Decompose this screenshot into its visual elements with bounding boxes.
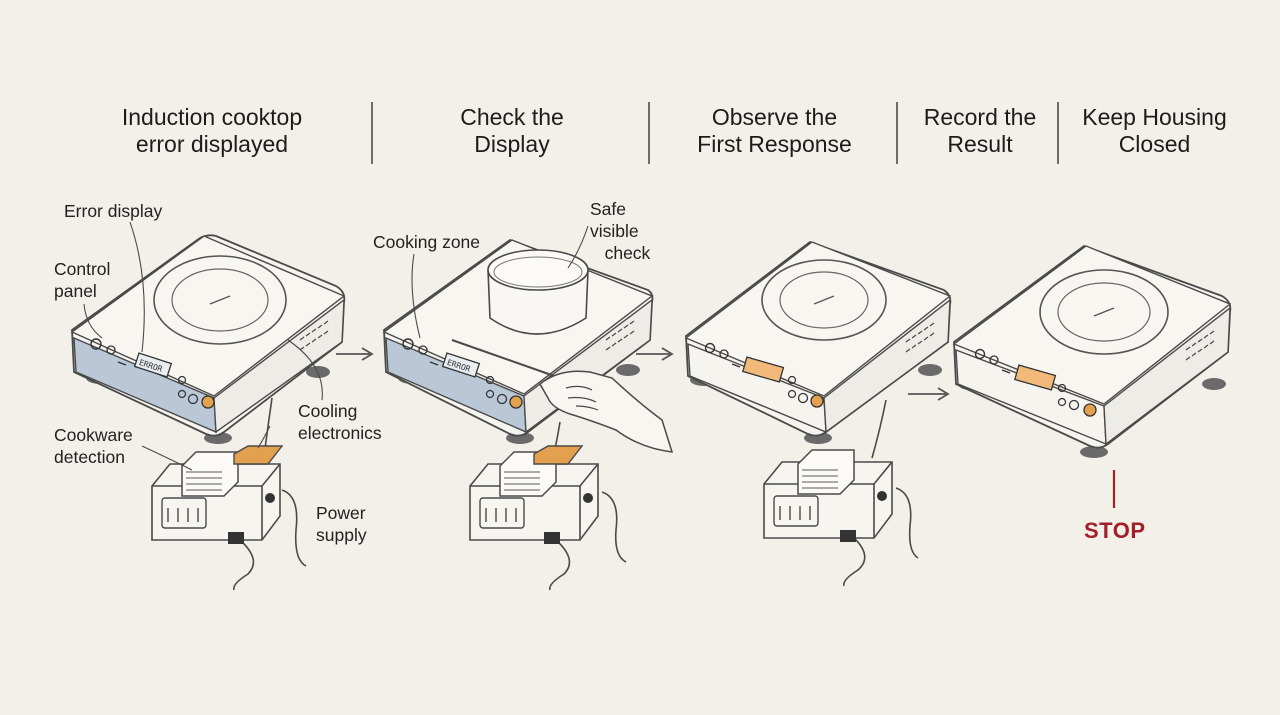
stop-label: STOP (1084, 518, 1146, 543)
step-2-title: Check the Display (460, 104, 564, 157)
step-divider (648, 102, 650, 164)
step-4-title: Record the Result (923, 104, 1037, 157)
label-cookware-detection: Cookware detection (54, 425, 133, 467)
label-power-supply: Power supply (316, 503, 367, 545)
cooktop-unit-3 (684, 240, 952, 587)
cooktop-unit-4 (952, 244, 1232, 508)
label-cooling-electronics: Cooling electronics (298, 401, 382, 443)
label-cooking-zone: Cooking zone (373, 232, 481, 252)
label-safe-visible-check: Safe visible check (590, 199, 651, 263)
cooktop-unit-1: ERROR (70, 221, 346, 591)
step-divider (896, 102, 898, 164)
step-divider (1057, 102, 1059, 164)
step-divider (371, 102, 373, 164)
step-3-title: Observe the First Response (697, 104, 852, 157)
cooktop-unit-2: ERROR (382, 225, 674, 591)
step-1-title: Induction cooktop error displayed (121, 104, 303, 157)
label-error-display: Error display (64, 201, 163, 221)
label-control-panel: Control panel (54, 259, 111, 301)
step-5-title: Keep Housing Closed (1082, 104, 1227, 157)
